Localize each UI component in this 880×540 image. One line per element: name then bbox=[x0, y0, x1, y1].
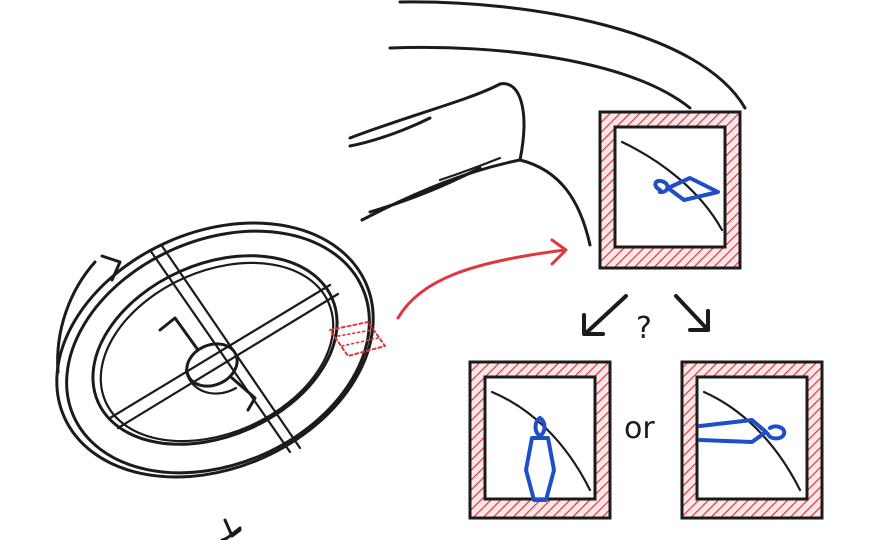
zoom-arrow bbox=[396, 238, 568, 320]
or-label: or bbox=[624, 411, 655, 446]
figure-reclined bbox=[653, 176, 720, 202]
rotating-wheel-sketch bbox=[55, 221, 375, 540]
figure-upright bbox=[524, 416, 556, 502]
panel-top bbox=[598, 110, 742, 270]
panel-bottom-left bbox=[468, 360, 612, 520]
panel-bottom-right bbox=[680, 360, 824, 520]
branch-arrows bbox=[582, 294, 710, 336]
station-hull-sketch bbox=[348, 0, 747, 247]
rim-highlight-section bbox=[329, 321, 386, 357]
figure-horizontal bbox=[698, 418, 787, 444]
question-mark: ? bbox=[636, 311, 652, 346]
